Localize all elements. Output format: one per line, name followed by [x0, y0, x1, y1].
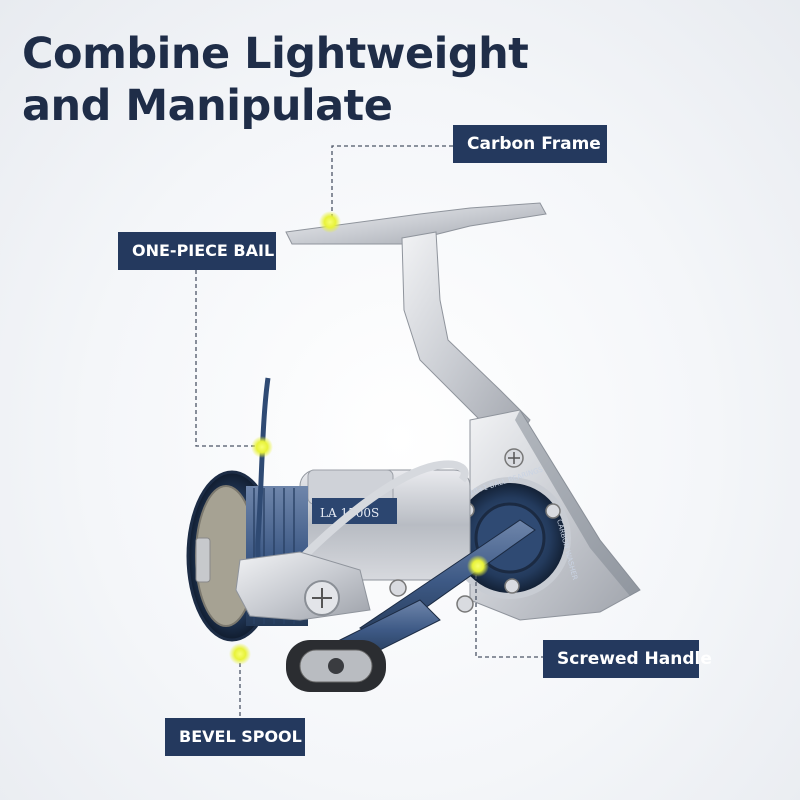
headline-line-2: and Manipulate	[22, 81, 393, 131]
marker-dots	[229, 211, 489, 665]
callout-bevel-spool: BEVEL SPOOL	[165, 718, 305, 756]
leader-carbon-frame	[331, 145, 453, 220]
bail-arm	[235, 551, 474, 621]
leader-screwed-handle	[475, 568, 543, 658]
handle	[286, 519, 536, 692]
headline-line-1: Combine Lightweight	[22, 29, 529, 79]
leader-one-piece-bail	[195, 270, 262, 447]
leader-lines	[195, 145, 543, 718]
reel-stem	[285, 202, 547, 451]
marker-one-piece-bail	[251, 436, 273, 458]
callout-one-piece-bail: ONE-PIECE BAIL	[118, 232, 276, 270]
callout-carbon-frame: Carbon Frame	[453, 125, 607, 163]
headline: Combine Lightweight and Manipulate	[22, 28, 529, 132]
marker-carbon-frame	[319, 211, 341, 233]
marker-screwed-handle	[467, 555, 489, 577]
callout-screwed-handle: Screwed Handle	[543, 640, 712, 678]
marker-bevel-spool	[229, 643, 251, 665]
